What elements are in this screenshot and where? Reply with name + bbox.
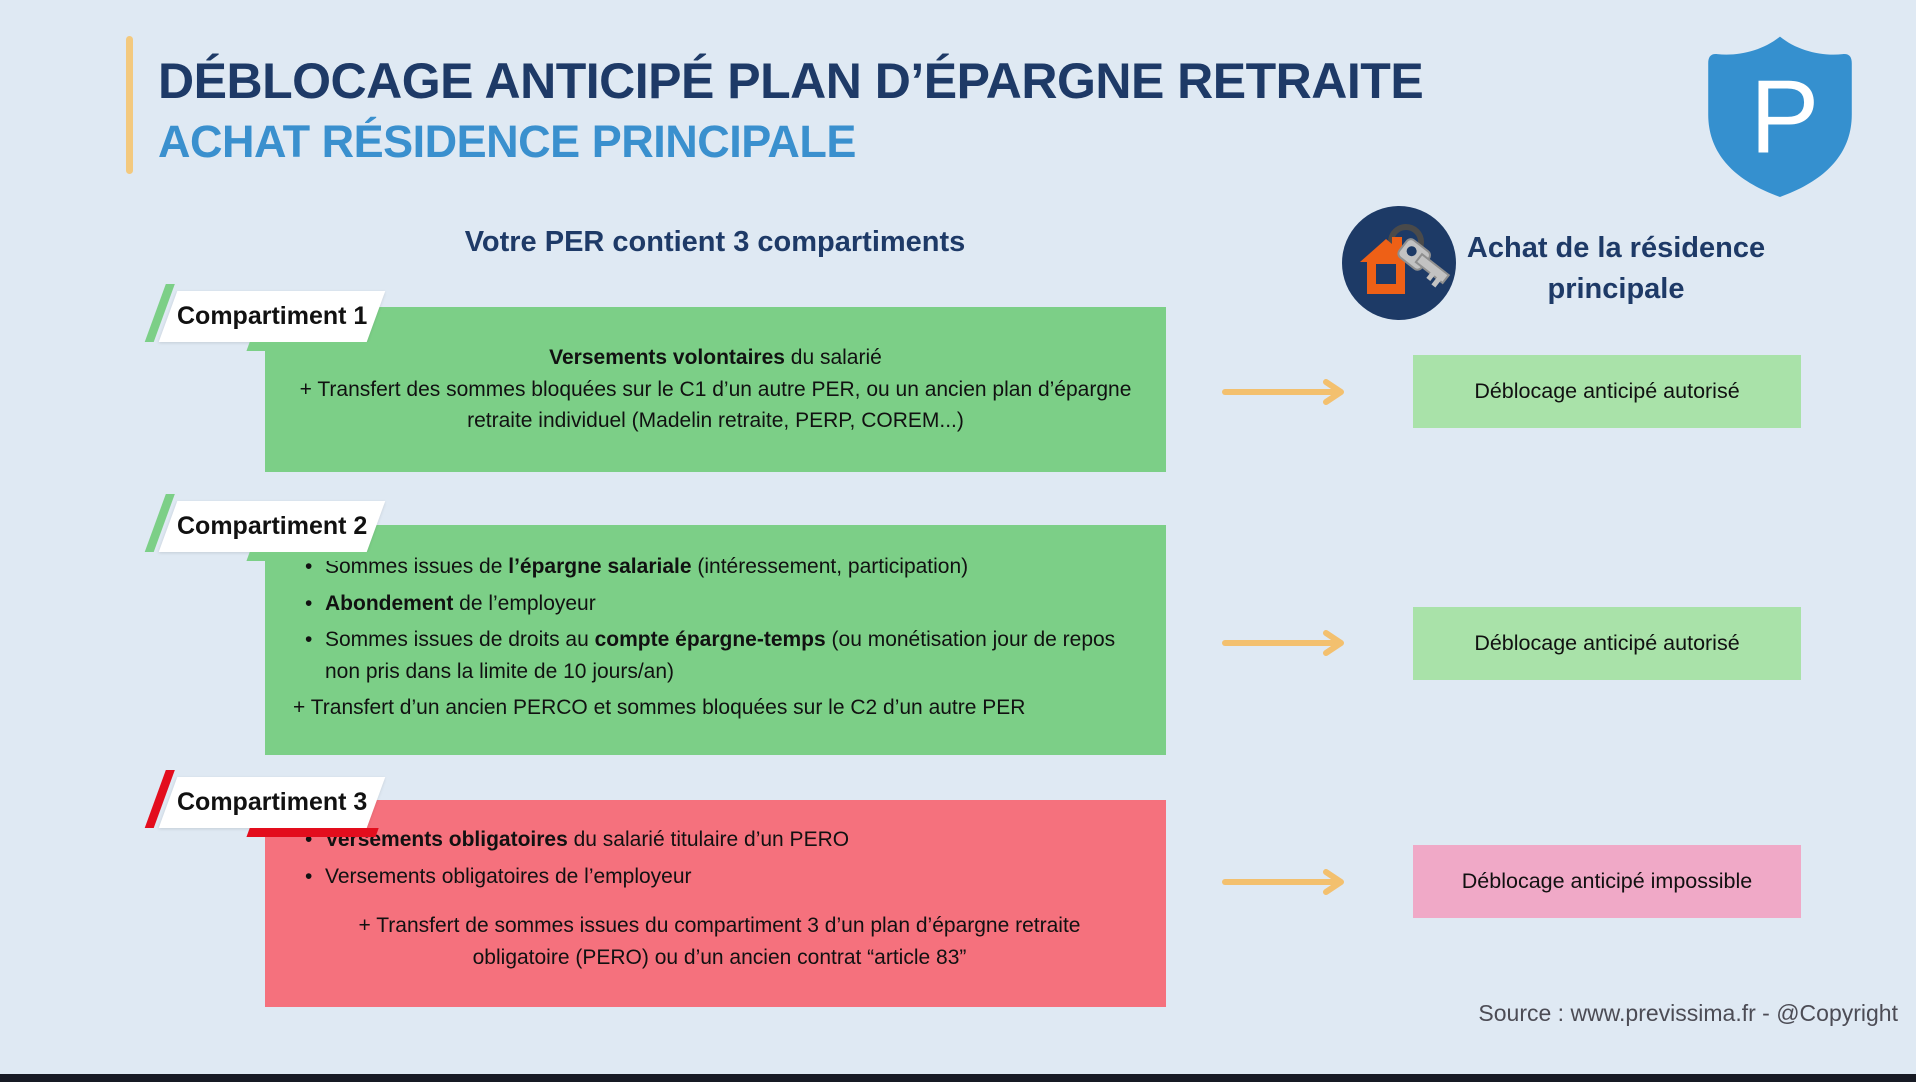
label-accent-stripe (246, 552, 379, 561)
compartment-2-box: Sommes issues de l’épargne salariale (in… (265, 525, 1166, 755)
compartment-2-transfer-line: + Transfert d’un ancien PERCO et sommes … (293, 696, 1026, 719)
compartment-2-label: Compartiment 2 (144, 494, 386, 561)
compartment-3-label-text: Compartiment 3 (176, 788, 368, 816)
house-keys-icon (1342, 206, 1456, 320)
label-accent-stripe (144, 284, 175, 343)
title-accent-bar (126, 36, 133, 174)
compartment-2-label-text: Compartiment 2 (176, 512, 368, 540)
shield-p-icon: P (1700, 32, 1860, 200)
list-item: Abondement de l’employeur (301, 588, 1138, 620)
result-box-compartment-3: Déblocage anticipé impossible (1413, 845, 1801, 918)
compartment-1-label: Compartiment 1 (144, 284, 386, 351)
compartment-3-label: Compartiment 3 (144, 770, 386, 837)
list-item: Versements obligatoires de l’employeur (301, 861, 1138, 893)
label-accent-stripe (246, 828, 379, 837)
compartment-1-line-2: + Transfert des sommes bloquées sur le C… (299, 377, 1132, 433)
arrow-right-icon (1222, 868, 1356, 896)
list-item: Versements obligatoires du salarié titul… (301, 824, 1138, 856)
list-item: Sommes issues de droits au compte épargn… (301, 624, 1138, 687)
compartment-3-transfer-line: + Transfert de sommes issues du comparti… (358, 914, 1081, 969)
page-subtitle: ACHAT RÉSIDENCE PRINCIPALE (158, 116, 856, 167)
page-title: DÉBLOCAGE ANTICIPÉ PLAN D’ÉPARGNE RETRAI… (158, 53, 1424, 109)
result-box-compartment-1: Déblocage anticipé autorisé (1413, 355, 1801, 428)
label-accent-stripe (144, 494, 175, 553)
compartment-3-box: Versements obligatoires du salarié titul… (265, 800, 1166, 1007)
result-box-compartment-2: Déblocage anticipé autorisé (1413, 607, 1801, 680)
label-accent-stripe (144, 770, 175, 829)
compartment-1-box: Versements volontaires du salarié + Tran… (265, 307, 1166, 472)
compartment-1-line-1: Versements volontaires du salarié (549, 346, 882, 370)
bottom-divider-bar (0, 1074, 1916, 1082)
right-heading: Achat de la résidence principale (1466, 232, 1766, 305)
compartment-2-bullets: Sommes issues de l’épargne salariale (in… (301, 551, 1138, 687)
label-accent-stripe (246, 342, 379, 351)
compartment-3-bullets: Versements obligatoires du salarié titul… (301, 824, 1138, 892)
arrow-right-icon (1222, 629, 1356, 657)
list-item: Sommes issues de l’épargne salariale (in… (301, 551, 1138, 583)
center-heading: Votre PER contient 3 compartiments (464, 226, 966, 258)
arrow-right-icon (1222, 378, 1356, 406)
logo-letter: P (1750, 60, 1819, 176)
compartment-1-label-text: Compartiment 1 (176, 302, 368, 330)
source-attribution: Source : www.previssima.fr - @Copyright (1478, 1000, 1898, 1026)
